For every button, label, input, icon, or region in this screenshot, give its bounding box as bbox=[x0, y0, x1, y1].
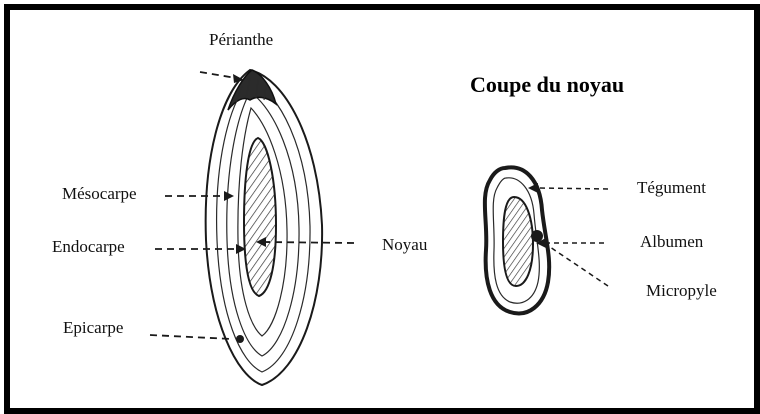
seed-section bbox=[485, 167, 549, 313]
label-tegument: Tégument bbox=[637, 178, 706, 197]
label-epicarpe: Epicarpe bbox=[63, 318, 123, 337]
seed-section-title: Coupe du noyau bbox=[470, 72, 624, 97]
label-perianthe: Périanthe bbox=[209, 30, 273, 49]
noyau-shape bbox=[244, 138, 276, 296]
micropyle-marker bbox=[531, 230, 543, 242]
label-endocarpe: Endocarpe bbox=[52, 237, 125, 256]
epicarpe-marker bbox=[236, 335, 244, 343]
label-micropyle: Micropyle bbox=[646, 281, 717, 300]
label-noyau: Noyau bbox=[382, 235, 428, 254]
seed-endosperm bbox=[503, 197, 533, 286]
label-albumen: Albumen bbox=[640, 232, 704, 251]
label-mesocarpe: Mésocarpe bbox=[62, 184, 137, 203]
